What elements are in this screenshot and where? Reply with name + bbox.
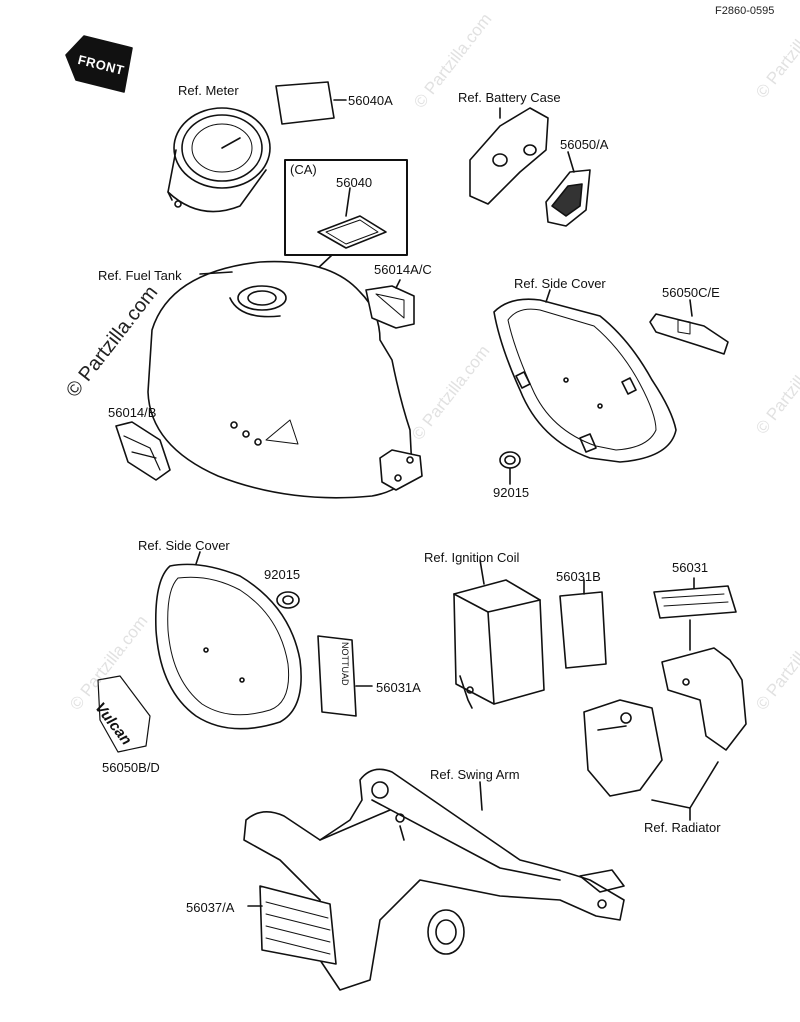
label-ref-fuel-tank: Ref. Fuel Tank — [98, 268, 182, 283]
label-ref-side-cover-left: Ref. Side Cover — [138, 538, 230, 553]
emblem-56050ce — [649, 299, 729, 355]
front-arrow-icon — [65, 35, 133, 93]
part-number: 56031 — [672, 560, 709, 575]
radiator-part — [583, 619, 747, 821]
part-number: 56014/B — [108, 405, 157, 420]
diagram-code: F2860-0595 — [715, 5, 775, 17]
grommet-92015-right — [499, 451, 521, 485]
sticker-56040a — [275, 81, 347, 125]
label-ref-radiator: Ref. Radiator — [644, 820, 721, 835]
tag-56031a — [317, 635, 373, 717]
ca-inset-label: (CA) — [290, 162, 317, 177]
grommet-92015-left — [276, 591, 300, 609]
part-number: 92015 — [264, 567, 301, 582]
part-number: 56031A — [376, 680, 421, 695]
side-cover-left-part — [154, 551, 302, 730]
part-number: 92015 — [493, 485, 530, 500]
part-number: 56040A — [348, 93, 393, 108]
emblem-56050a — [545, 151, 591, 227]
side-cover-right-part — [493, 289, 677, 463]
part-number: 56050B/D — [102, 760, 160, 775]
part-number: 56050C/E — [662, 285, 720, 300]
part-number: 56014A/C — [374, 262, 432, 277]
part-number: 56031B — [556, 569, 601, 584]
emblem-56014b — [115, 421, 171, 481]
emblem-56014ac — [365, 279, 415, 329]
label-ref-meter: Ref. Meter — [178, 83, 239, 98]
sticker-56031b — [559, 579, 607, 669]
fuel-tank-part — [147, 260, 423, 499]
label-ref-ignition-coil: Ref. Ignition Coil — [424, 550, 520, 565]
label-ref-side-cover-right: Ref. Side Cover — [514, 276, 606, 291]
part-number: 56037/A — [186, 900, 235, 915]
ignition-coil-part — [453, 559, 545, 709]
tag-text: NOTTUAD — [340, 642, 350, 686]
battery-case-part — [469, 107, 549, 205]
emblem-56050bd — [97, 675, 151, 753]
plate-56037a — [247, 885, 337, 965]
meter-part — [167, 107, 271, 213]
part-number: 56040 — [336, 175, 373, 190]
swing-arm-part — [243, 768, 625, 991]
sticker-56031 — [653, 577, 737, 619]
label-ref-swing-arm: Ref. Swing Arm — [430, 767, 520, 782]
part-number: 56050/A — [560, 137, 609, 152]
label-ref-battery-case: Ref. Battery Case — [458, 90, 561, 105]
